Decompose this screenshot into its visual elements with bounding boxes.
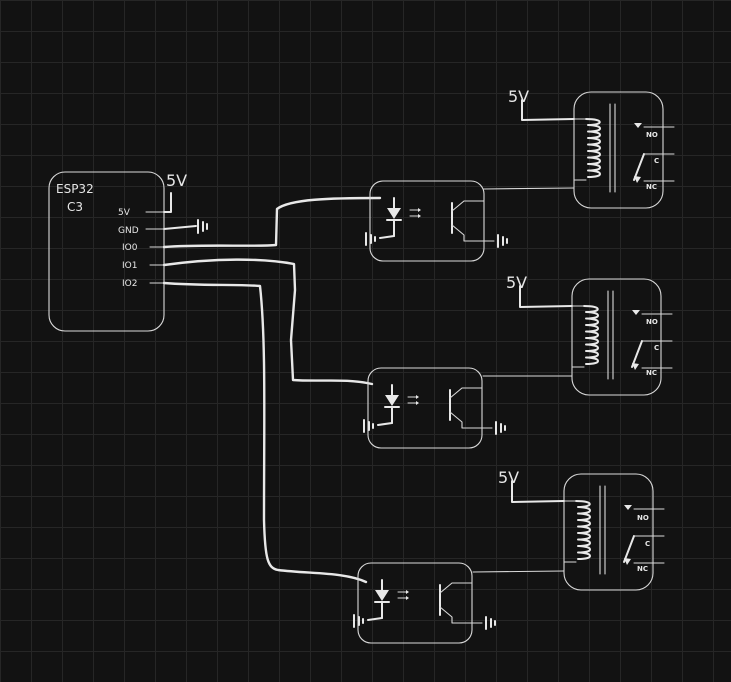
optocoupler-1-phototransistor [451,200,495,242]
optocoupler-3-led-ground [353,614,364,628]
relay-2 [571,278,673,396]
optocoupler-group [353,180,508,644]
wire-io1-to-opto2 [162,258,374,386]
optocoupler-1-outline [369,180,485,262]
optocoupler-3-led [367,579,390,621]
optocoupler-1-led [379,197,402,239]
relay2-c-label: C [654,344,659,352]
wire-io2-to-opto3 [162,281,368,584]
optocoupler-1-output-ground [497,234,508,248]
relay3-c-label: C [645,540,650,548]
relay-1-coil [585,118,601,178]
esp-ground-symbol [197,219,208,234]
relay3-no-label: NO [637,514,649,522]
optocoupler-3 [353,562,496,644]
relay-1-outline [573,91,664,209]
esp-gnd-wire [163,225,197,230]
relay-1-contacts [633,123,675,183]
relay-1 [573,91,675,209]
optocoupler-2 [363,367,506,449]
esp32-module: ESP32 C3 5V GND IO0 IO1 IO2 5V [48,171,208,332]
relay-3-contacts [623,505,665,565]
pin-label-io0: IO0 [122,243,138,253]
opto-1-to-relay-wire [483,187,575,190]
relay-2-contacts [631,310,673,370]
relay-1-supply-wire [521,99,575,121]
esp32-title: ESP32 [56,182,94,196]
relay2-no-label: NO [646,318,658,326]
optocoupler-3-output-ground [485,616,496,630]
optocoupler-2-phototransistor [449,387,493,429]
relay-2-coil [583,305,599,365]
opto-3-to-relay-wire [472,570,565,573]
relay-2-outline [571,278,662,396]
relay-2-supply-wire [519,285,573,308]
optocoupler-2-output-ground [495,421,506,435]
esp-supply-label: 5V [166,171,187,190]
relay-3-coil [575,500,591,560]
relay-3 [563,473,665,591]
optocoupler-2-outline [367,367,483,449]
optocoupler-2-led [377,384,400,426]
optocoupler-3-phototransistor [439,582,483,624]
relay-3-outline [563,473,654,591]
relay1-no-label: NO [646,131,658,139]
pin-label-io2: IO2 [122,279,137,289]
wire-io0-to-opto1 [162,196,382,249]
optocoupler-1 [365,180,508,262]
pin-label-5v: 5V [118,208,131,218]
optocoupler-1-led-ground [365,232,376,246]
relay3-nc-label: NC [637,565,648,573]
optocoupler-1-light-arrows [409,208,421,218]
esp32-subtitle: C3 [67,200,83,214]
esp-5v-wire [163,192,172,213]
relay1-c-label: C [654,157,659,165]
relay-3-supply-wire [511,480,565,503]
relay2-supply-label: 5V [506,273,527,292]
relay1-supply-label: 5V [508,87,529,106]
relay1-nc-label: NC [646,183,657,191]
relay-group [472,91,675,591]
relay2-nc-label: NC [646,369,657,377]
pin-label-gnd: GND [118,226,139,236]
relay3-supply-label: 5V [498,468,519,487]
optocoupler-3-outline [357,562,473,644]
optocoupler-3-light-arrows [397,590,409,600]
pin-label-io1: IO1 [122,261,137,271]
optocoupler-2-light-arrows [407,395,419,405]
esp32-outline [48,171,165,332]
optocoupler-2-led-ground [363,419,374,433]
